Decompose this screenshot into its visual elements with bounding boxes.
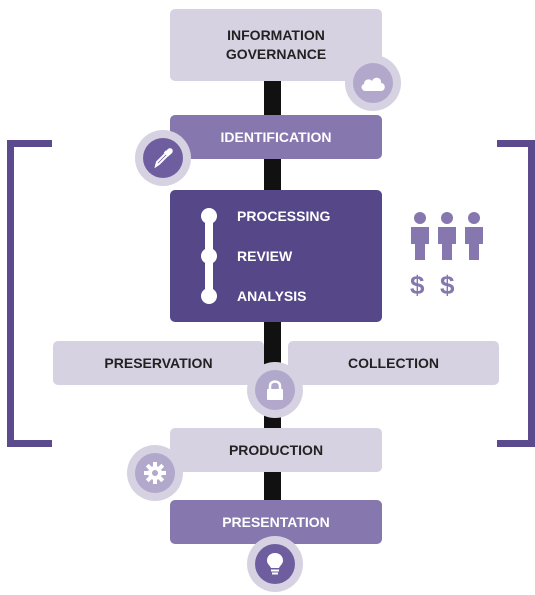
review-label: REVIEW [237, 248, 293, 264]
presentation-box: PRESENTATION [170, 500, 382, 544]
step-dot-analysis [201, 288, 217, 304]
identification-label: IDENTIFICATION [220, 129, 332, 145]
cloud-icon [361, 77, 385, 91]
right-bracket [497, 140, 535, 447]
information-governance-label-line1: INFORMATION [227, 27, 325, 43]
left-bracket [7, 140, 52, 447]
information-governance-label-line2: GOVERNANCE [225, 46, 327, 62]
production-box: PRODUCTION [170, 428, 382, 472]
preservation-box: PRESERVATION [53, 341, 264, 385]
gear-icon [144, 462, 166, 484]
presentation-label: PRESENTATION [222, 514, 330, 530]
production-label: PRODUCTION [228, 442, 324, 458]
information-governance-box: INFORMATION GOVERNANCE [170, 9, 382, 81]
collection-label: COLLECTION [348, 355, 439, 371]
cloud-badge [345, 55, 401, 111]
lock-badge [247, 362, 303, 418]
dollar-icon: $ [410, 270, 425, 300]
step-dot-review [201, 248, 217, 264]
analysis-label: ANALYSIS [237, 288, 307, 304]
eyedropper-badge [135, 130, 191, 186]
preservation-label: PRESERVATION [104, 355, 213, 371]
lightbulb-badge [247, 536, 303, 592]
step-dot-processing [201, 208, 217, 224]
lightbulb-icon [267, 553, 283, 575]
processing-label: PROCESSING [237, 208, 331, 224]
dollar-icon: $ [440, 270, 455, 300]
eyedropper-icon [154, 148, 173, 169]
people-icon [411, 212, 483, 260]
identification-box: IDENTIFICATION [170, 115, 382, 159]
gear-badge [127, 445, 183, 501]
collection-box: COLLECTION [288, 341, 499, 385]
lock-icon [267, 380, 283, 400]
